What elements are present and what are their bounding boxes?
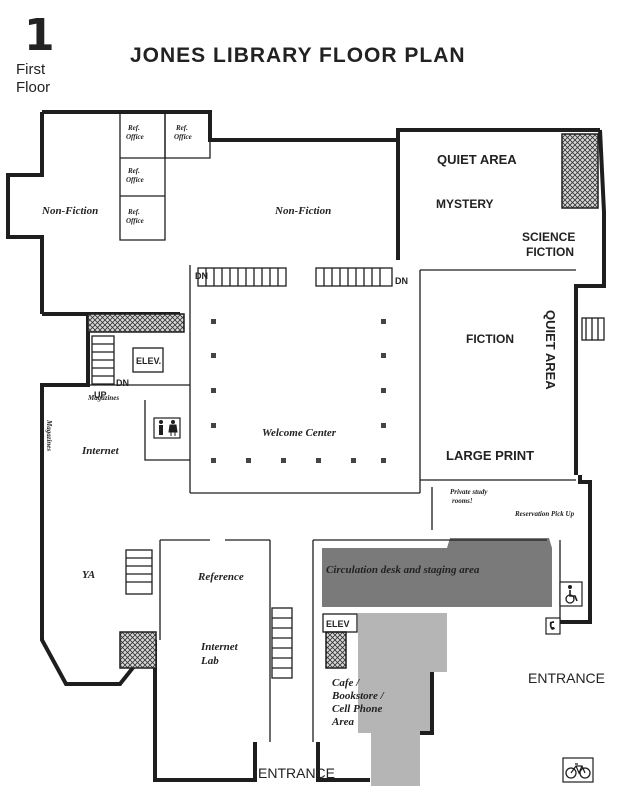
label-elev-right: ELEV xyxy=(326,619,350,629)
label-ref-office-2-sub: Office xyxy=(174,133,192,141)
label-quiet-area-side: QUIET AREA xyxy=(543,310,558,390)
stair-ya xyxy=(125,549,153,595)
stair-west xyxy=(91,335,115,385)
label-nonfiction-center: Non-Fiction xyxy=(274,205,331,217)
stair-reference xyxy=(271,607,293,679)
elevator-right xyxy=(322,613,358,633)
stair-east xyxy=(581,317,605,341)
label-up-stair: UP xyxy=(94,390,107,400)
hatched-block-cafe xyxy=(325,631,347,669)
interior-walls xyxy=(88,112,576,742)
label-science-fiction-line1: SCIENCE xyxy=(522,230,575,244)
label-ref-office-1-sub: Office xyxy=(126,133,144,141)
stair-dn-left xyxy=(197,267,287,287)
label-internet-lab-line1: Internet xyxy=(200,641,239,653)
bicycle-icon xyxy=(562,757,594,783)
label-cafe-line2: Bookstore / xyxy=(331,690,385,702)
label-reference: Reference xyxy=(197,571,244,583)
hatched-stair-northeast xyxy=(561,133,599,209)
wheelchair-icon xyxy=(559,581,583,607)
label-science-fiction-line2: FICTION xyxy=(526,245,574,259)
label-dn-stair: DN xyxy=(116,378,129,388)
label-circulation: Circulation desk and staging area xyxy=(326,564,480,576)
label-reservation-pickup: Reservation Pick Up xyxy=(514,510,575,518)
column-grid xyxy=(211,319,386,463)
label-cafe-line3: Cell Phone xyxy=(332,703,383,715)
label-mystery: MYSTERY xyxy=(436,197,494,211)
label-private-study-line1: Private study xyxy=(450,488,488,496)
label-welcome-center: Welcome Center xyxy=(262,427,337,439)
label-dn-left: DN xyxy=(195,271,208,281)
label-ref-office-4-sub: Office xyxy=(126,217,144,225)
label-nonfiction-left: Non-Fiction xyxy=(41,205,98,217)
label-cafe-line4: Area xyxy=(331,716,355,728)
label-internet-lab-line2: Lab xyxy=(200,655,219,667)
label-ref-office-3-sub: Office xyxy=(126,176,144,184)
label-ref-office-1: Ref. xyxy=(127,124,140,132)
floor-label-line1: First xyxy=(16,61,46,78)
label-dn-right: DN xyxy=(395,276,408,286)
elevator-left xyxy=(132,347,164,373)
hatched-wall-west xyxy=(87,313,185,333)
circulation-area xyxy=(322,538,552,607)
label-entrance-right: ENTRANCE xyxy=(528,670,605,686)
label-elev-left: ELEV. xyxy=(136,356,161,366)
label-quiet-area-top: QUIET AREA xyxy=(437,152,517,167)
label-private-study-line2: rooms! xyxy=(452,497,473,505)
label-ref-office-2: Ref. xyxy=(175,124,188,132)
stair-dn-right xyxy=(315,267,393,287)
restroom-icon xyxy=(153,417,181,439)
label-magazines-top: Magazines xyxy=(87,394,119,402)
label-internet: Internet xyxy=(81,445,120,457)
label-entrance-bottom: ENTRANCE xyxy=(258,765,335,781)
label-ref-office-3: Ref. xyxy=(127,167,140,175)
label-fiction: FICTION xyxy=(466,332,514,346)
cafe-area xyxy=(358,613,447,786)
phone-icon xyxy=(545,617,561,635)
floor-number: 1 xyxy=(24,10,55,61)
label-large-print: LARGE PRINT xyxy=(446,448,534,463)
label-ref-office-4: Ref. xyxy=(127,208,140,216)
map-title: JONES LIBRARY FLOOR PLAN xyxy=(130,44,466,67)
label-ya: YA xyxy=(82,569,95,581)
label-magazines-side: Magazines xyxy=(45,419,53,451)
floor-label-line2: Floor xyxy=(16,79,50,96)
hatched-block-ya xyxy=(119,631,157,669)
label-cafe-line1: Cafe / xyxy=(332,677,360,689)
